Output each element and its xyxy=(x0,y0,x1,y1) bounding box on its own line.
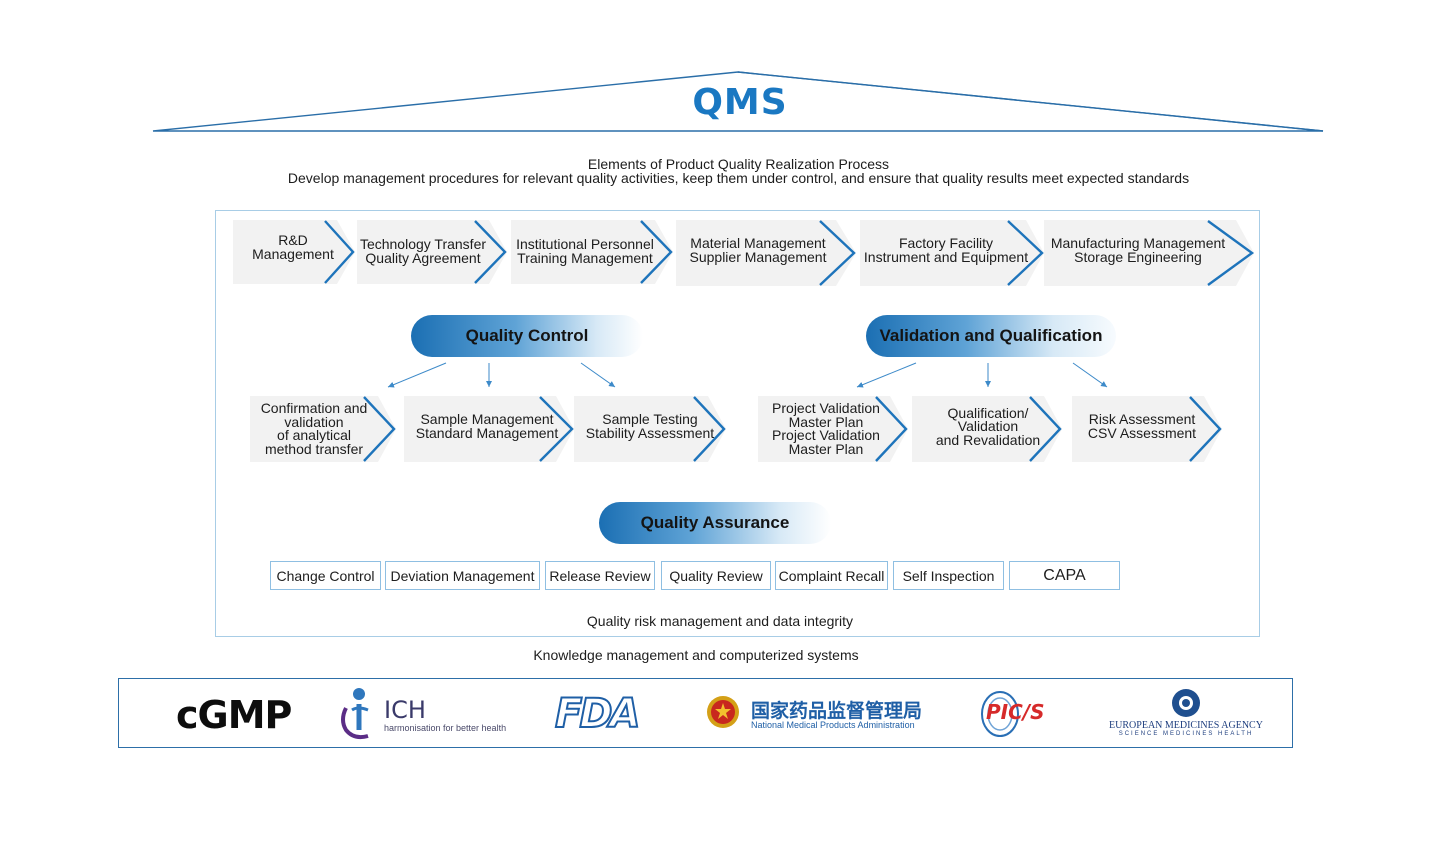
process-element-line1: Factory Facility xyxy=(898,235,994,251)
qc-item-line: Sample Management xyxy=(420,411,554,427)
qc-item-line: of analytical xyxy=(277,427,351,443)
chevron-shape xyxy=(912,396,1062,462)
qa-self-inspection: Self Inspection xyxy=(893,561,1004,590)
chevron-shape xyxy=(676,220,856,286)
qa-change-control: Change Control xyxy=(270,561,381,590)
process-subtitle: Elements of Product Quality Realization … xyxy=(587,156,890,172)
process-frame xyxy=(215,210,1260,637)
process-element-line1: Material Management xyxy=(690,235,826,251)
pics-wordmark: PIC/S xyxy=(986,700,1045,724)
qc-item-line: method transfer xyxy=(264,440,364,457)
cgmp-logo: cGMP xyxy=(176,693,292,737)
process-element-line2: Quality Agreement xyxy=(365,250,481,266)
ich-logo: ICH harmonisation for better health xyxy=(338,686,518,742)
process-element-line1: Institutional Personnel xyxy=(516,236,654,252)
ema-emblem-icon xyxy=(1172,689,1200,717)
process-description: Develop management procedures for releva… xyxy=(287,170,1190,186)
ema-logo: EUROPEAN MEDICINES AGENCY SCIENCE MEDICI… xyxy=(1106,688,1266,742)
knowledge-note: Knowledge management and computerized sy… xyxy=(533,647,859,663)
chevron-shape xyxy=(511,220,673,284)
chevron-shape xyxy=(1072,396,1222,462)
chevron-shape xyxy=(233,220,355,284)
quality-assurance-pill: Quality Assurance xyxy=(599,502,831,544)
chevron-shape xyxy=(357,220,507,284)
process-element-line2: Training Management xyxy=(517,250,653,266)
pics-logo: PIC/S xyxy=(978,688,1058,740)
validation-label: Validation and Qualification xyxy=(879,326,1103,345)
regulatory-logos xyxy=(118,678,1293,748)
quality-assurance-label: Quality Assurance xyxy=(640,513,790,532)
validation-pill: Validation and Qualification xyxy=(866,315,1116,357)
national-emblem-icon xyxy=(707,696,739,728)
chevron-shape xyxy=(574,396,726,462)
validation-item-line: Risk Assessment xyxy=(1088,411,1196,427)
quality-control-pill: Quality Control xyxy=(411,315,643,357)
qc-item-line: Confirmation and xyxy=(260,400,368,416)
validation-item-line: Project Validation xyxy=(772,427,880,443)
chevron-shape xyxy=(250,396,396,462)
chevron-shape xyxy=(860,220,1044,286)
ich-tagline: harmonisation for better health xyxy=(384,723,507,733)
fda-logo: FDA xyxy=(554,690,642,738)
qc-item-line: Sample Testing xyxy=(602,411,698,427)
chevron-shape xyxy=(404,396,574,462)
process-element-line2: Supplier Management xyxy=(689,249,827,265)
process-element-line1: Manufacturing Management xyxy=(1050,235,1226,251)
ich-emblem-icon xyxy=(341,688,369,740)
validation-item-line: Validation xyxy=(957,418,1019,435)
nmpa-logo: 国家药品监督管理局 National Medical Products Admi… xyxy=(705,694,935,734)
process-element-line2: Storage Engineering xyxy=(1074,249,1202,265)
validation-item-line: CSV Assessment xyxy=(1087,425,1197,441)
chevron-shape xyxy=(1044,220,1255,286)
validation-item-line: and Revalidation xyxy=(935,431,1041,448)
quality-control-label: Quality Control xyxy=(465,326,589,345)
qa-quality-review: Quality Review xyxy=(661,561,771,590)
risk-note: Quality risk management and data integri… xyxy=(586,613,854,629)
process-element-line1: R&D xyxy=(278,232,308,248)
qa-deviation-management: Deviation Management xyxy=(385,561,540,590)
ich-wordmark: ICH xyxy=(384,696,426,724)
validation-item-line: Master Plan xyxy=(788,440,864,457)
qms-roof xyxy=(152,71,1324,132)
pics-swirl-icon xyxy=(981,691,1019,737)
nmpa-english-name: National Medical Products Administration xyxy=(751,720,915,730)
ema-tagline: SCIENCE MEDICINES HEALTH xyxy=(1118,731,1254,737)
process-element-line2: Instrument and Equipment xyxy=(863,249,1029,265)
ema-name: EUROPEAN MEDICINES AGENCY xyxy=(1109,720,1263,731)
qms-title: QMS xyxy=(692,82,788,123)
qa-complaint-recall: Complaint Recall xyxy=(775,561,888,590)
process-element-line1: Technology Transfer xyxy=(359,236,487,252)
process-element-line2: Management xyxy=(252,246,334,262)
qc-item-line: Standard Management xyxy=(415,425,559,441)
qa-capa: CAPA xyxy=(1009,561,1120,590)
validation-item-line: Project Validation xyxy=(772,400,880,416)
validation-item-line: Qualification/ xyxy=(947,404,1029,421)
nmpa-chinese-name: 国家药品监督管理局 xyxy=(751,700,923,722)
chevron-shape xyxy=(758,396,908,462)
qa-release-review: Release Review xyxy=(545,561,655,590)
qc-item-line: validation xyxy=(284,413,344,430)
qc-item-line: Stability Assessment xyxy=(585,425,715,441)
validation-item-line: Master Plan xyxy=(788,413,864,430)
